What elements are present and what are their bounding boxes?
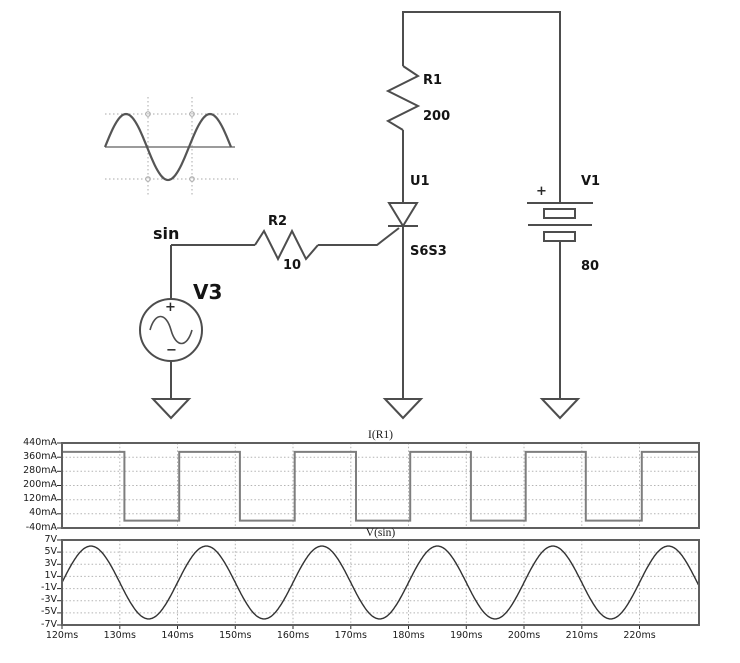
thyristor-model-s6s3: S6S3 <box>410 244 447 259</box>
x-tick-label: 190ms <box>450 630 483 641</box>
y-tick-label: 7V <box>44 533 57 545</box>
thyristor-label-u1: U1 <box>410 174 430 189</box>
v3-plus-sign: + <box>165 300 176 315</box>
x-tick-label: 200ms <box>507 630 541 641</box>
plot2-title: V(sin) <box>365 527 396 539</box>
sine-source-v3 <box>139 298 203 362</box>
x-tick-label: 180ms <box>392 630 425 641</box>
resistor-label-r1: R1 <box>423 73 443 88</box>
node-label-sin: sin <box>153 224 180 243</box>
waveform-ir1 <box>62 450 699 522</box>
source-label-v3: V3 <box>193 280 223 304</box>
y-tick-label: 5V <box>44 545 57 557</box>
y-tick-label: 120mA <box>23 493 57 505</box>
resistor-r1 <box>385 65 421 131</box>
wire-r2-to-gate <box>318 227 400 246</box>
v3-minus-sign: − <box>166 343 177 358</box>
y-tick-label: -7V <box>41 618 57 630</box>
y-tick-label: -1V <box>41 582 57 594</box>
y-tick-label: 40mA <box>29 507 57 519</box>
resistor-value-r2: 10 <box>283 258 302 273</box>
plot-vsin <box>57 539 700 629</box>
x-tick-label: 210ms <box>565 630 598 641</box>
resistor-value-r1: 200 <box>423 109 451 124</box>
circuit-wires <box>170 11 561 399</box>
plot-ir1 <box>57 442 700 529</box>
battery-label-v1: V1 <box>581 174 601 189</box>
x-tick-label: 130ms <box>103 630 136 641</box>
y-tick-label: -40mA <box>25 521 57 533</box>
y-tick-label: 360mA <box>23 450 57 462</box>
ground-icon <box>539 398 581 420</box>
y-tick-label: -5V <box>41 606 57 618</box>
ground-icons <box>150 398 581 420</box>
ground-icon <box>382 398 424 420</box>
x-tick-label: 220ms <box>623 630 656 641</box>
resistor-label-r2: R2 <box>268 214 288 229</box>
wire-top-rail <box>402 11 561 203</box>
y-tick-label: 3V <box>44 557 57 569</box>
plot1-title: I(R1) <box>368 429 393 441</box>
y-tick-label: 200mA <box>23 479 57 490</box>
battery-v1 <box>527 202 593 242</box>
sine-wave-icon <box>103 97 238 197</box>
x-tick-label: 140ms <box>161 630 194 641</box>
waveform-vsin <box>61 545 700 620</box>
y-tick-label: 1V <box>44 569 57 581</box>
x-tick-label: 170ms <box>334 630 367 641</box>
ground-icon <box>150 398 192 420</box>
thyristor-u1 <box>387 202 419 228</box>
x-tick-label: 150ms <box>219 630 252 641</box>
battery-value-v1: 80 <box>581 259 600 274</box>
x-tick-label: 160ms <box>276 630 310 641</box>
x-tick-label: 120ms <box>45 630 79 641</box>
resistor-r2 <box>254 228 319 262</box>
y-tick-label: -3V <box>41 594 57 606</box>
y-tick-label: 440mA <box>23 436 57 448</box>
y-tick-label: 280mA <box>23 464 57 476</box>
v1-plus-sign: + <box>536 184 547 199</box>
